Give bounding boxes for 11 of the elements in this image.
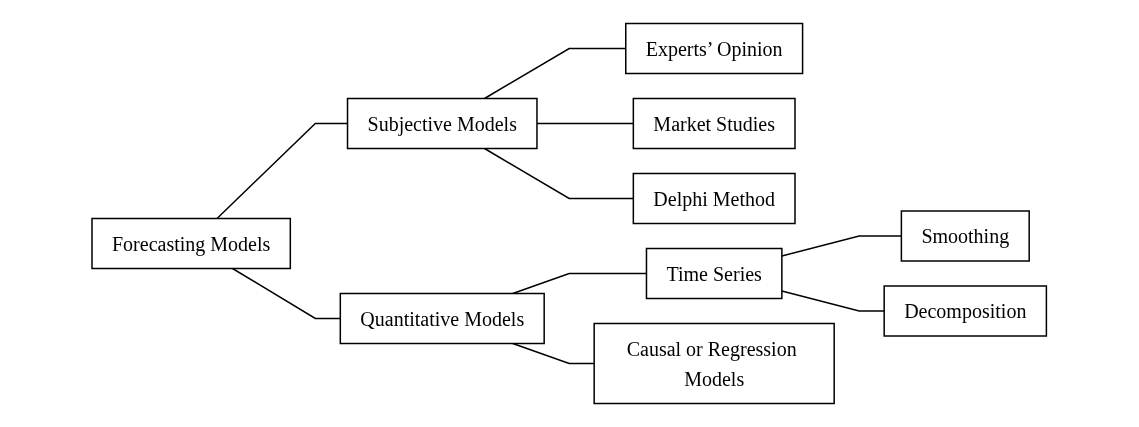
node-box: Experts’ Opinion: [625, 22, 804, 75]
node-box: Subjective Models: [347, 97, 538, 150]
connector: [484, 47, 627, 100]
node-box: Market Studies: [632, 97, 797, 150]
node-box: Time Series: [646, 247, 783, 300]
node-box: Delphi Method: [632, 172, 797, 225]
node-box: Decomposition: [883, 285, 1048, 337]
node-box: Forecasting Models: [91, 217, 292, 270]
node-box: Causal or Regression Models: [593, 322, 836, 405]
node-box: Quantitative Models: [339, 292, 546, 345]
node-box: Smoothing: [900, 210, 1031, 262]
